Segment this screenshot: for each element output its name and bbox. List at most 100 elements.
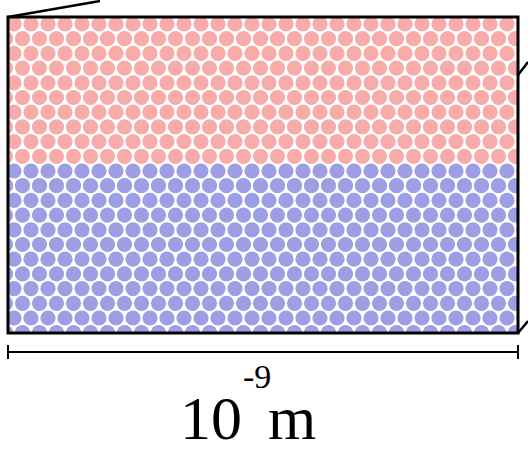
particle — [202, 178, 217, 193]
particle — [108, 252, 123, 267]
particle — [431, 163, 446, 178]
particle — [321, 149, 336, 164]
particle — [244, 252, 259, 267]
particle — [321, 90, 336, 105]
particle — [474, 149, 489, 164]
particle — [219, 208, 234, 223]
particle — [440, 266, 455, 281]
particle — [168, 119, 183, 134]
particle — [440, 296, 455, 311]
particle — [287, 266, 302, 281]
particle — [329, 222, 344, 237]
particle — [134, 237, 149, 252]
particle — [49, 90, 64, 105]
particle — [355, 61, 370, 76]
particle — [355, 296, 370, 311]
particle — [108, 105, 123, 120]
particle — [125, 105, 140, 120]
particle — [346, 252, 361, 267]
particle — [423, 266, 438, 281]
particle — [491, 149, 506, 164]
particle — [176, 222, 191, 237]
particle — [508, 178, 518, 193]
particle — [406, 178, 421, 193]
particle — [108, 163, 123, 178]
particle — [261, 134, 276, 149]
particle — [448, 252, 463, 267]
particle — [253, 90, 268, 105]
particle — [49, 31, 64, 46]
particle — [372, 31, 387, 46]
particle — [380, 163, 395, 178]
particle — [508, 296, 518, 311]
particle — [151, 296, 166, 311]
particle — [32, 208, 47, 223]
particle — [185, 237, 200, 252]
particle — [227, 46, 242, 61]
particle — [100, 61, 115, 76]
particle — [23, 46, 38, 61]
particle — [414, 281, 429, 296]
particle — [414, 46, 429, 61]
particle — [66, 208, 81, 223]
dimension-unit: m — [268, 387, 316, 449]
particle — [389, 237, 404, 252]
particle — [423, 296, 438, 311]
particle — [304, 178, 319, 193]
particle — [125, 75, 140, 90]
particle — [457, 237, 472, 252]
particle — [142, 281, 157, 296]
particle — [312, 134, 327, 149]
particle — [193, 193, 208, 208]
particle — [74, 252, 89, 267]
particle — [40, 17, 55, 32]
particle — [125, 17, 140, 32]
particle — [210, 75, 225, 90]
particle — [219, 61, 234, 76]
particle — [100, 178, 115, 193]
particle — [482, 281, 497, 296]
particle — [253, 208, 268, 223]
particle — [346, 46, 361, 61]
particle — [287, 296, 302, 311]
particle — [193, 163, 208, 178]
particle — [304, 90, 319, 105]
particle — [15, 296, 30, 311]
particle — [474, 31, 489, 46]
particle — [397, 163, 412, 178]
particle — [168, 149, 183, 164]
particle — [210, 17, 225, 32]
particle — [372, 208, 387, 223]
particle — [185, 208, 200, 223]
particle — [321, 237, 336, 252]
particle — [125, 193, 140, 208]
particle — [23, 105, 38, 120]
particle — [91, 46, 106, 61]
particle — [219, 178, 234, 193]
particle — [372, 119, 387, 134]
particle — [363, 281, 378, 296]
particle — [287, 237, 302, 252]
particle — [125, 46, 140, 61]
particle — [159, 75, 174, 90]
particle — [49, 61, 64, 76]
particle — [125, 281, 140, 296]
particle — [32, 266, 47, 281]
particle — [236, 266, 251, 281]
particle — [253, 119, 268, 134]
particle — [448, 17, 463, 32]
particle — [210, 134, 225, 149]
particle — [236, 208, 251, 223]
particle — [423, 119, 438, 134]
particle — [117, 90, 132, 105]
particle — [457, 119, 472, 134]
particle — [363, 134, 378, 149]
particle — [295, 17, 310, 32]
particle — [440, 208, 455, 223]
particle — [74, 75, 89, 90]
particle — [329, 46, 344, 61]
particle — [448, 222, 463, 237]
particle — [423, 237, 438, 252]
particle — [236, 149, 251, 164]
